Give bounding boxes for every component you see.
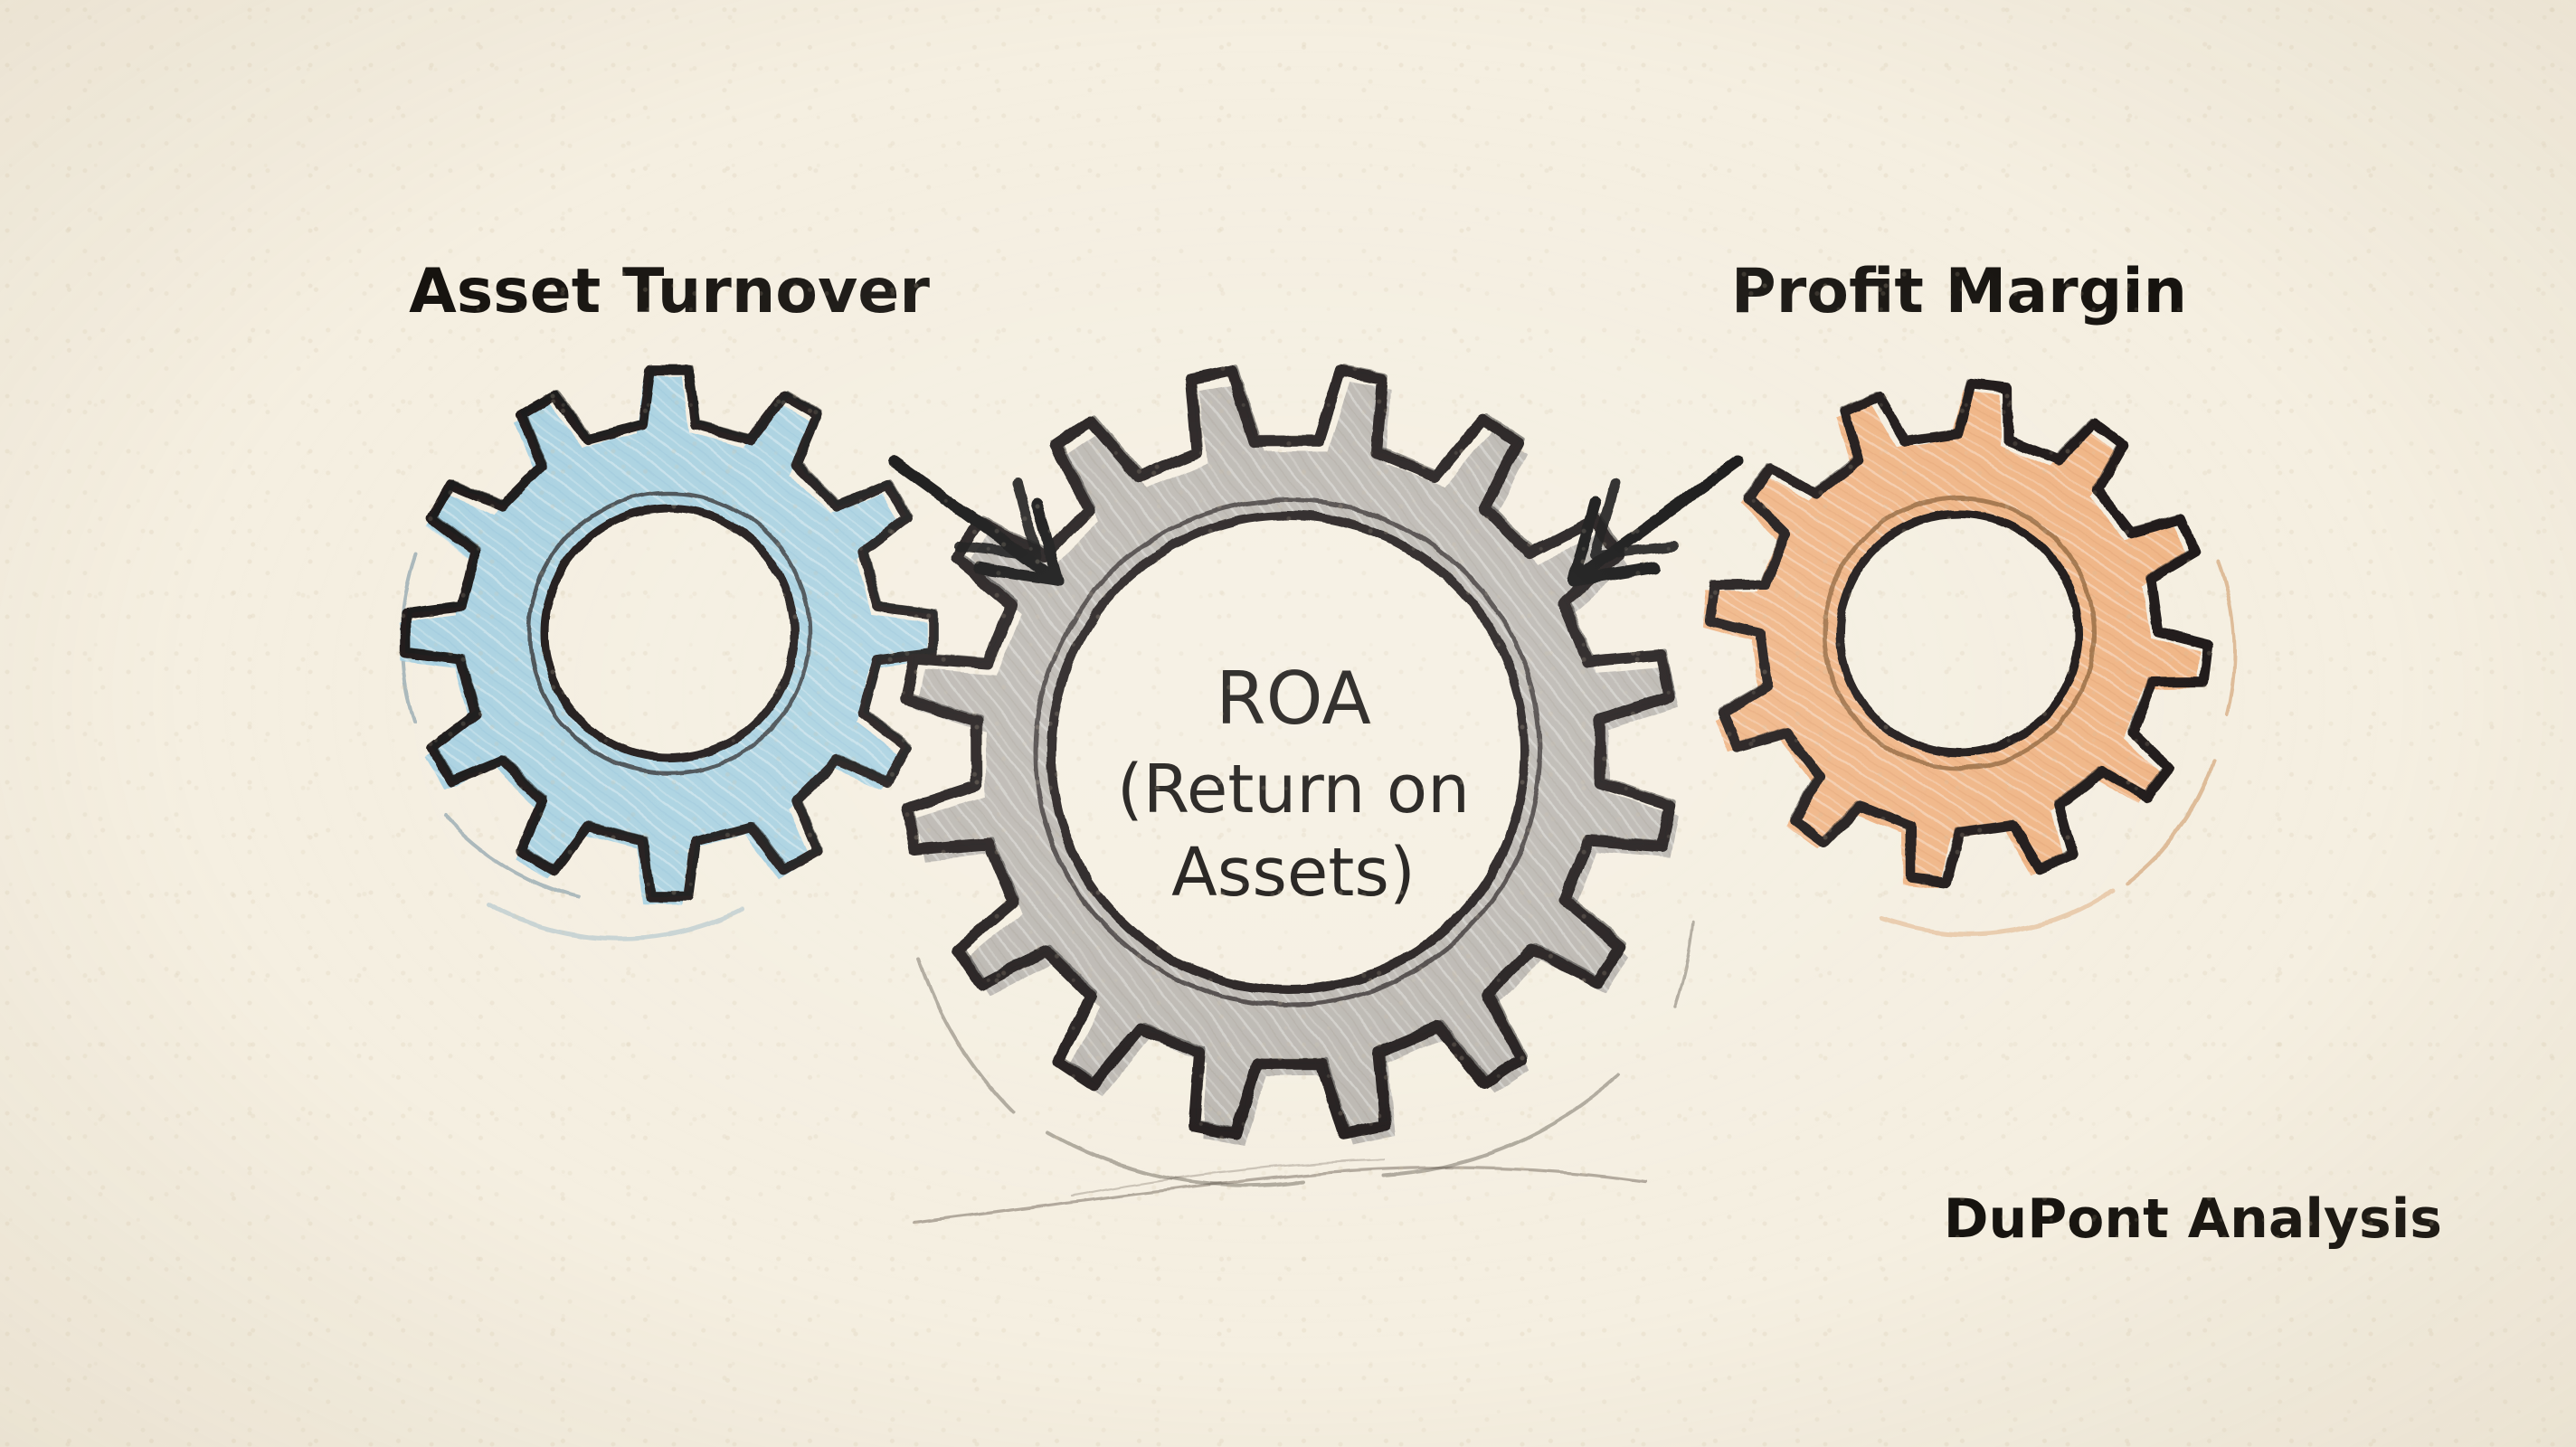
diagram-caption: DuPont Analysis [1944,1187,2442,1251]
roa-line-1: ROA [1216,657,1371,741]
roa-gear-outline [900,364,1676,1140]
right-arrow [1567,455,1745,587]
motion-arc-center-gear [917,921,1695,1187]
left-arrow [887,455,1065,587]
roa-gear[interactable] [900,364,1695,1187]
motion-arc-right-gear [1879,559,2237,937]
profit-margin-label: Profit Margin [1731,256,2187,327]
asset-turnover-gear-hub [526,490,812,776]
asset-turnover-label: Asset Turnover [409,256,930,327]
roa-line-3: Assets) [1171,834,1416,912]
profit-margin-gear-outline [1704,378,2214,888]
asset-turnover-gear-outline [401,364,938,902]
profit-margin-gear[interactable] [1701,378,2237,937]
profit-margin-gear-hub [1822,496,2097,771]
roa-line-2: (Return on [1117,751,1470,828]
ground-line [912,1158,1648,1225]
roa-gear-hub [1033,497,1543,1007]
roa-hub-text: ROA (Return on Assets) [1117,657,1470,912]
asset-turnover-gear[interactable] [399,364,938,941]
